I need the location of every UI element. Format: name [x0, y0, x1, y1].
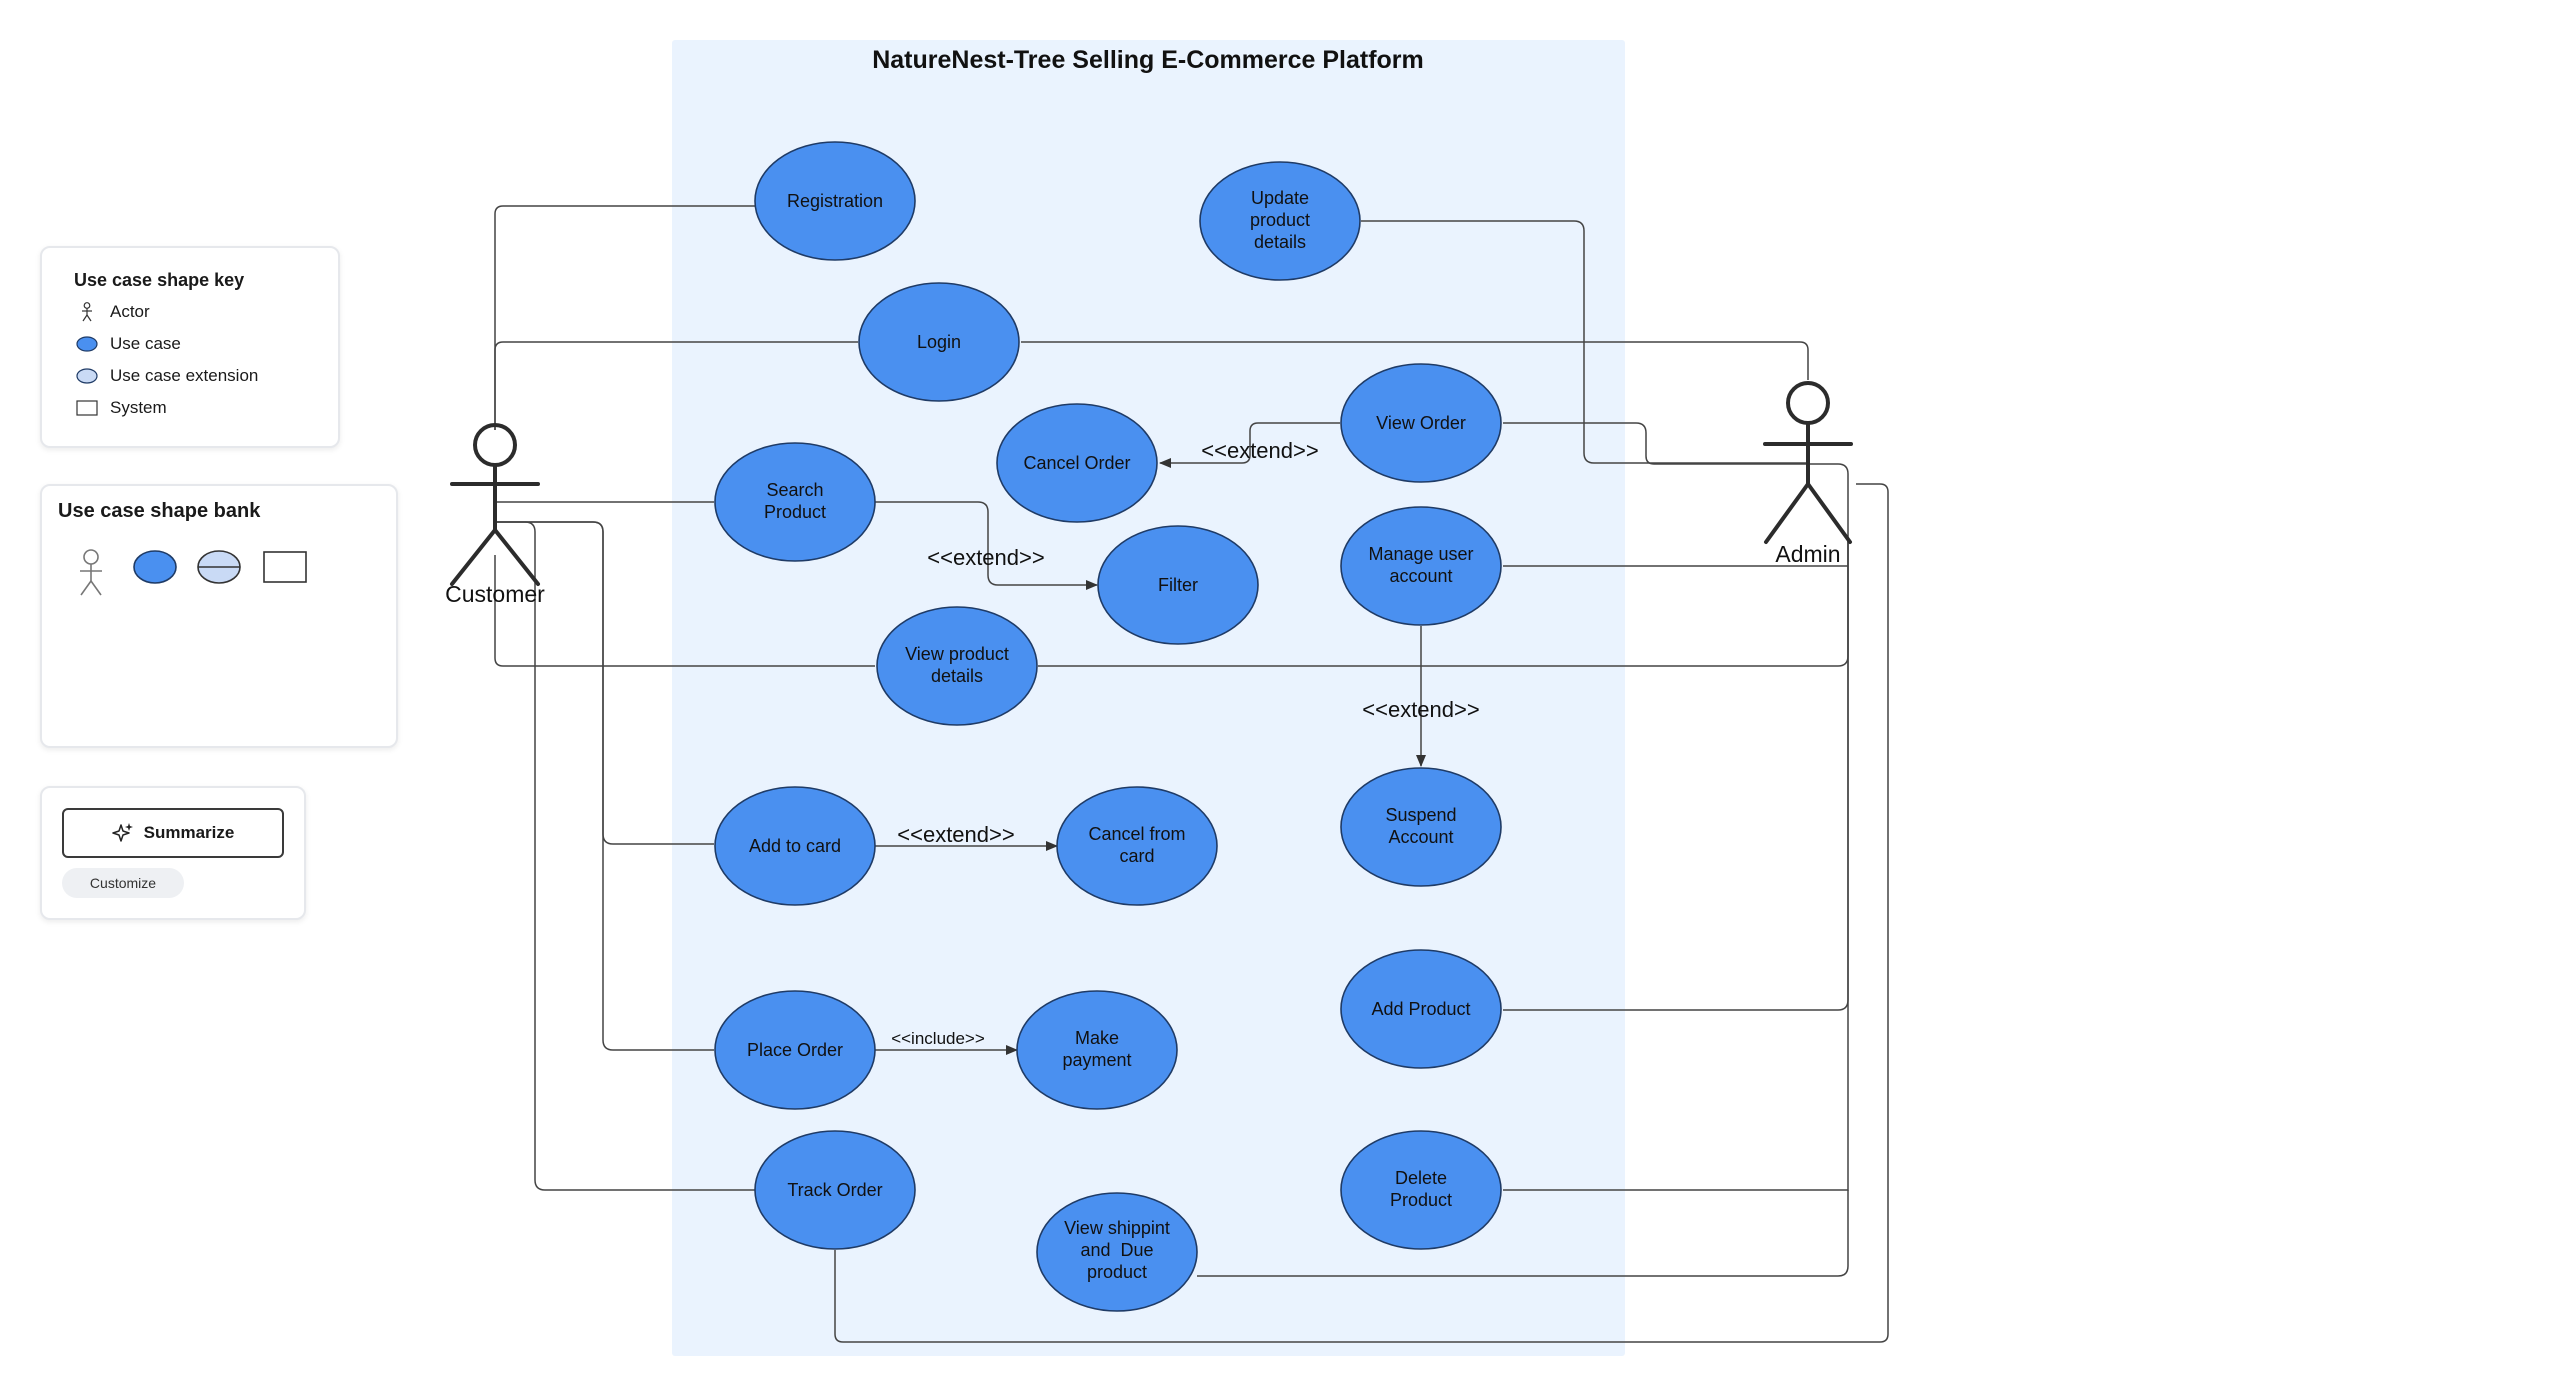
actor-customer-label: Customer: [445, 581, 545, 607]
svg-text:Add Product: Add Product: [1371, 999, 1470, 1019]
actor-customer[interactable]: Customer: [445, 423, 545, 607]
svg-text:Registration: Registration: [787, 191, 883, 211]
shape-bank-shapes: [80, 549, 307, 596]
line-customer-registration: [494, 205, 756, 430]
line-admin-login: [1021, 341, 1809, 380]
line-customer-login: [494, 341, 858, 430]
bank-use-case-shape[interactable]: [133, 550, 177, 584]
shape-key-panel[interactable]: Use case shape key Actor Use case Use ca…: [40, 246, 340, 448]
use-case-login[interactable]: Login: [858, 282, 1020, 402]
extend-label-view-order: <<extend>>: [1201, 438, 1318, 463]
line-admin-view-order: [1503, 422, 1849, 540]
line-customer-track-order: [495, 521, 755, 1191]
shape-bank-panel[interactable]: Use case shape bank: [40, 484, 398, 748]
svg-text:Filter: Filter: [1158, 575, 1198, 595]
svg-text:Place Order: Place Order: [747, 1040, 843, 1060]
key-label-use-case: Use case: [110, 334, 181, 353]
line-customer-place-order: [495, 521, 714, 1051]
ai-actions-panel: Summarize Customize: [40, 786, 306, 920]
key-row-system: System: [74, 398, 167, 418]
key-row-use-case-extension: Use case extension: [74, 366, 258, 386]
bank-use-case-extension-shape[interactable]: [197, 550, 241, 584]
actor-admin[interactable]: Admin: [1763, 381, 1853, 567]
key-row-actor: Actor: [74, 302, 150, 322]
diagram-title: NatureNest-Tree Selling E-Commerce Platf…: [872, 46, 1424, 74]
actor-admin-label: Admin: [1775, 541, 1840, 567]
key-row-use-case: Use case: [74, 334, 181, 354]
line-admin-delete-product: [1503, 540, 1849, 1191]
svg-text:Track Order: Track Order: [787, 1180, 882, 1200]
svg-text:View Order: View Order: [1376, 413, 1466, 433]
bank-actor-shape[interactable]: [80, 549, 102, 596]
use-case-place-order[interactable]: Place Order: [714, 990, 876, 1110]
summarize-label: Summarize: [143, 823, 235, 842]
extend-label-search: <<extend>>: [927, 545, 1044, 570]
line-customer-view-product: [494, 555, 875, 667]
actor-icon: [74, 302, 100, 322]
include-label-place-order: <<include>>: [891, 1029, 985, 1048]
svg-text:Login: Login: [917, 332, 961, 352]
bank-system-shape[interactable]: [263, 551, 307, 583]
svg-text:Add to card: Add to card: [749, 836, 841, 856]
key-label-actor: Actor: [110, 302, 150, 321]
key-label-system: System: [110, 398, 167, 417]
line-extend-view-order-cancel: [1159, 422, 1340, 468]
line-admin-add-product: [1503, 540, 1849, 1011]
use-case-cancel-order[interactable]: Cancel Order: [996, 403, 1158, 523]
shape-bank-title: Use case shape bank: [58, 500, 261, 522]
line-admin-update-product: [1361, 220, 1810, 464]
use-case-view-order[interactable]: View Order: [1340, 363, 1502, 483]
line-extend-search-filter: [875, 501, 1098, 590]
use-case-track-order[interactable]: Track Order: [754, 1130, 916, 1250]
use-case-add-to-card[interactable]: Add to card: [714, 786, 876, 906]
key-label-use-case-extension: Use case extension: [110, 366, 259, 385]
use-case-registration[interactable]: Registration: [754, 141, 916, 261]
svg-text:Cancel Order: Cancel Order: [1023, 453, 1130, 473]
system-icon: [74, 398, 100, 418]
association-lines: [494, 205, 1889, 1343]
use-case-filter[interactable]: Filter: [1097, 525, 1259, 645]
extend-label-add-to-card: <<extend>>: [897, 822, 1014, 847]
use-case-icon: [74, 334, 100, 354]
use-case-extension-icon: [74, 366, 100, 386]
extend-label-manage: <<extend>>: [1362, 697, 1479, 722]
line-admin-view-shipping: [1197, 1190, 1849, 1277]
shape-key-title: Use case shape key: [74, 270, 245, 290]
use-case-add-product[interactable]: Add Product: [1340, 949, 1502, 1069]
customize-button[interactable]: Customize: [62, 868, 184, 898]
summarize-button[interactable]: Summarize: [62, 808, 284, 858]
sparkle-icon: [111, 823, 133, 842]
line-admin-track-order: [834, 483, 1889, 1343]
